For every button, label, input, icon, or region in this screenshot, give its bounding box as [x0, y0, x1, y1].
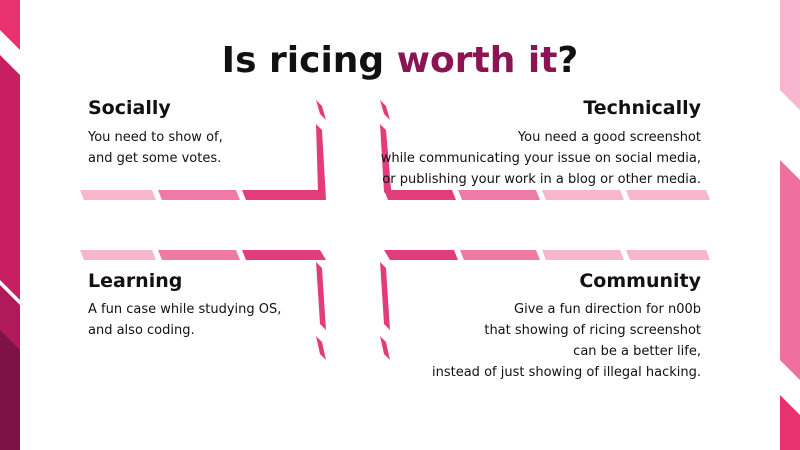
connector-segment: [316, 262, 326, 330]
connector-segment: [380, 336, 390, 360]
connector-segment: [626, 250, 710, 260]
title-main: Is ricing: [221, 40, 385, 81]
body-line: You need to show of,: [88, 130, 223, 145]
heading-learning: Learning: [88, 270, 183, 292]
body-line: while communicating your issue on social…: [380, 151, 701, 166]
edge-stripe: [0, 330, 20, 450]
body-line: can be a better life,: [573, 344, 701, 359]
body-line: You need a good screenshot: [517, 130, 701, 145]
body-community: Give a fun direction for n00b that showi…: [432, 299, 701, 383]
connector-segment: [158, 250, 240, 260]
connector-segment: [380, 262, 390, 330]
connector-segment: [316, 124, 326, 200]
edge-stripe: [0, 55, 20, 300]
body-line: A fun case while studying OS,: [88, 302, 282, 317]
connector-segment: [380, 124, 392, 200]
connector-segment: [80, 250, 156, 260]
edge-stripe: [780, 160, 800, 380]
connector-segment: [542, 250, 624, 260]
edge-stripe: [780, 0, 800, 110]
edge-stripe: [780, 395, 800, 450]
connector-segment: [626, 190, 710, 200]
connector-segment: [458, 190, 540, 200]
body-line: or publishing your work in a blog or oth…: [382, 172, 701, 187]
slide-title: Is ricing worth it?: [0, 40, 800, 81]
heading-community: Community: [579, 270, 701, 292]
body-line: instead of just showing of illegal hacki…: [432, 365, 701, 380]
connector-segment: [384, 250, 458, 260]
connector-segment: [242, 190, 326, 200]
connector-segment: [316, 100, 326, 120]
body-socially: You need to show of, and get some votes.: [88, 127, 223, 169]
connector-segment: [80, 190, 156, 200]
body-line: that showing of ricing screenshot: [484, 323, 701, 338]
heading-technically: Technically: [583, 97, 701, 119]
heading-socially: Socially: [88, 97, 171, 119]
connector-segment: [380, 100, 390, 120]
connector-segment: [460, 250, 540, 260]
edge-stripe: [0, 0, 20, 50]
body-line: and get some votes.: [88, 151, 222, 166]
title-end: ?: [557, 40, 579, 81]
body-line: Give a fun direction for n00b: [514, 302, 701, 317]
connector-segment: [242, 250, 326, 260]
connector-segment: [384, 190, 456, 200]
connector-segment: [158, 190, 240, 200]
title-accent: worth it: [396, 40, 558, 81]
connector-segment: [316, 336, 326, 360]
body-technically: You need a good screenshot while communi…: [381, 127, 701, 190]
connector-segment: [542, 190, 624, 200]
body-line: and also coding.: [88, 323, 195, 338]
body-learning: A fun case while studying OS, and also c…: [88, 299, 281, 341]
